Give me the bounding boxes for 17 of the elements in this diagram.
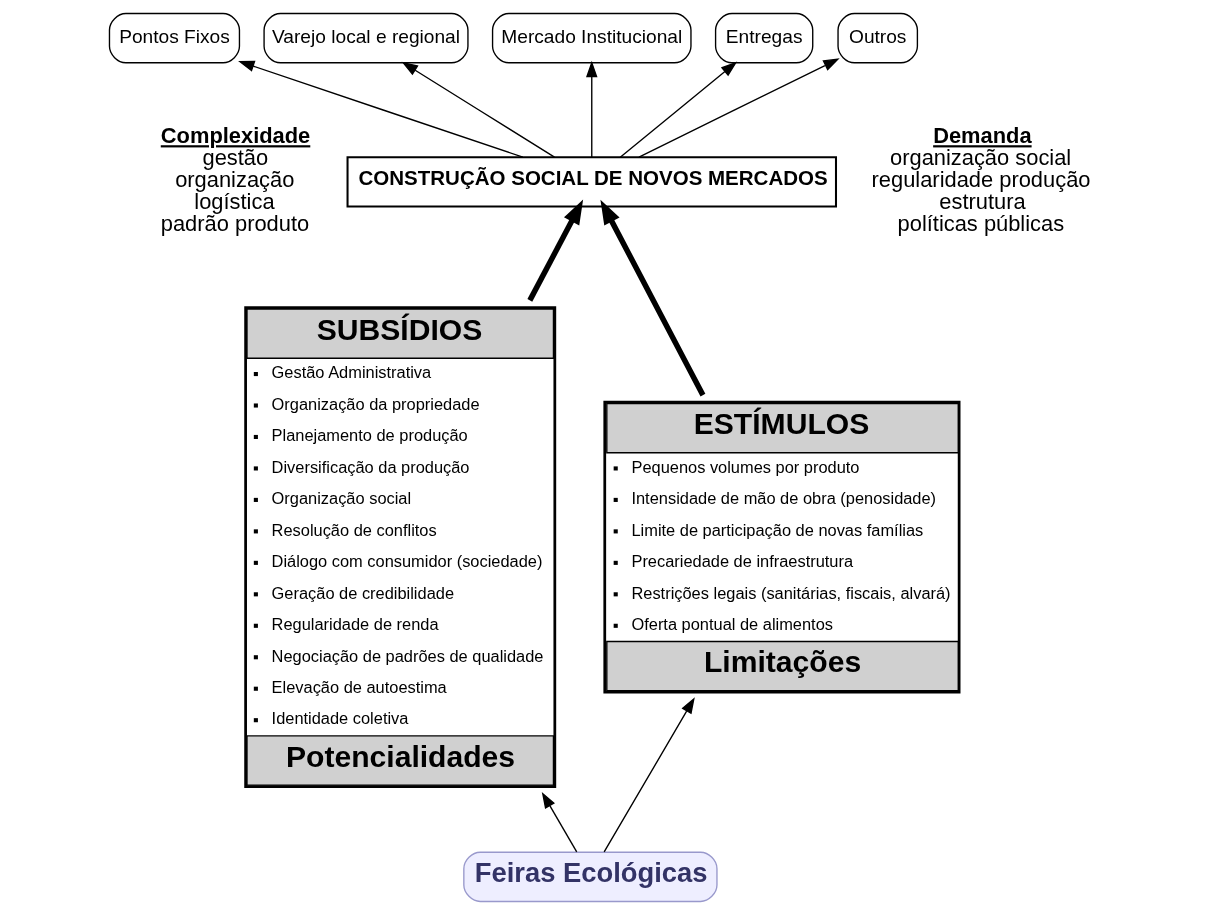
- node-box: Outros: [837, 12, 919, 64]
- arrow: [238, 60, 524, 158]
- node-box: CONSTRUÇÃO SOCIAL DE NOVOS MERCADOS: [346, 156, 837, 208]
- arrow: [401, 61, 556, 158]
- arrow: [603, 697, 695, 853]
- arrow: [638, 58, 840, 158]
- arrow: [619, 61, 738, 158]
- node-box: Pontos Fixos: [108, 12, 241, 64]
- arrow: [541, 791, 578, 853]
- label: políticas públicas: [897, 210, 1065, 236]
- arrow: [527, 199, 584, 302]
- arrow: [600, 199, 706, 397]
- node-box: Mercado Institucional: [491, 12, 692, 64]
- node-box: Feiras Ecológicas: [463, 851, 718, 903]
- arrow: [586, 60, 598, 158]
- node-box: Varejo local e regional: [263, 12, 469, 64]
- node-box: Entregas: [714, 12, 814, 64]
